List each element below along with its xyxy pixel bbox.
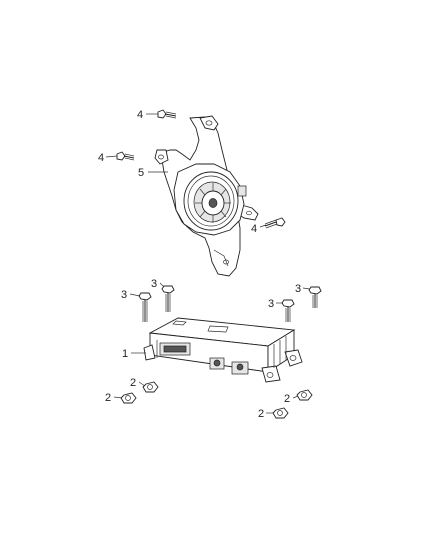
callout-4-right: 4 xyxy=(251,223,257,235)
speaker-bracket-assembly xyxy=(154,115,259,277)
callout-4-top: 4 xyxy=(137,109,143,121)
callout-4-left: 4 xyxy=(98,152,104,164)
bolt-icon xyxy=(138,292,152,322)
bolt-icon xyxy=(161,285,175,312)
amplifier-module xyxy=(143,317,303,383)
nut-icon xyxy=(142,381,159,393)
screw-icon xyxy=(157,109,177,119)
bolt-icon xyxy=(281,299,295,322)
nut-icon xyxy=(272,407,289,419)
nut-icon xyxy=(296,389,313,401)
callout-1: 1 xyxy=(122,348,128,360)
callout-5: 5 xyxy=(138,167,144,179)
callout-2-b: 2 xyxy=(105,392,111,404)
screw-icon xyxy=(116,151,135,161)
callout-2-c: 2 xyxy=(284,393,290,405)
bolt-icon xyxy=(308,286,322,308)
nut-icon xyxy=(120,392,137,404)
callout-3-d: 3 xyxy=(268,298,274,310)
callout-3-b: 3 xyxy=(121,289,127,301)
callout-3-c: 3 xyxy=(295,283,301,295)
leader-lines xyxy=(105,113,311,414)
callout-3-a: 3 xyxy=(151,278,157,290)
callout-2-d: 2 xyxy=(258,408,264,420)
callout-2-a: 2 xyxy=(130,377,136,389)
screw-icon xyxy=(264,217,286,229)
